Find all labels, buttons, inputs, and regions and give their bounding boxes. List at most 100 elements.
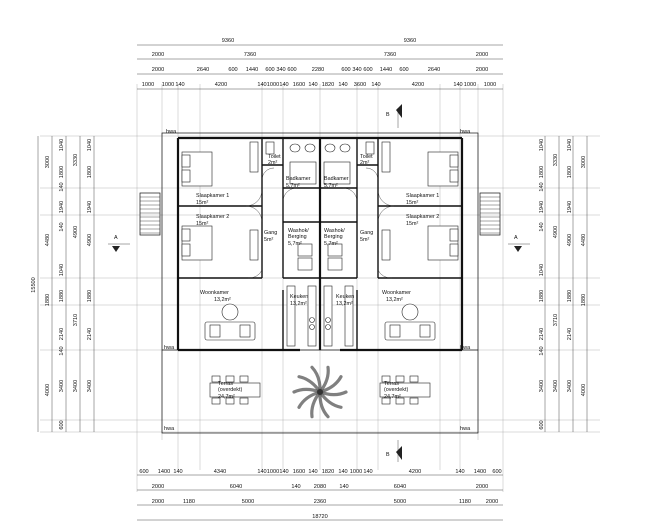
dim-right-m-2: 140 bbox=[539, 182, 545, 191]
dim-bot-3-3: 2360 bbox=[314, 499, 326, 505]
dim-bot-total: 18720 bbox=[312, 514, 328, 520]
room-label-berging-left: Berging bbox=[288, 234, 307, 240]
room-area-woonkamer-left: 13,2m² bbox=[214, 297, 231, 303]
dim-bot-1-7: 1600 bbox=[293, 469, 305, 475]
dim-right-m-3: 1940 bbox=[539, 201, 545, 213]
room-label-gang-left: Gang bbox=[264, 230, 277, 236]
dim-right-n-3: 1940 bbox=[567, 201, 573, 213]
room-area-gang-left: 5m² bbox=[264, 237, 273, 243]
dim-top-3-4: 600 bbox=[265, 67, 274, 73]
palm-tree-icon bbox=[292, 365, 348, 419]
dim-right-m-0: 1040 bbox=[539, 139, 545, 151]
dim-top-3-12: 600 bbox=[399, 67, 408, 73]
section-marker-a-left: A bbox=[108, 235, 130, 252]
terrace-furniture bbox=[209, 375, 431, 405]
right-dimensions: 1040 1800 140 1940 140 1040 1880 2140 14… bbox=[539, 136, 588, 432]
dim-bot-1-9: 1820 bbox=[322, 469, 334, 475]
section-marker-b-bottom: B bbox=[386, 440, 402, 462]
dim-right-n-9: 3400 bbox=[567, 380, 573, 392]
room-label-keuken-left: Keuken bbox=[290, 294, 308, 300]
toilet-icon bbox=[265, 141, 275, 155]
dim-left-o-1: 4480 bbox=[45, 234, 51, 246]
dim-bot-3-5: 1180 bbox=[459, 499, 471, 505]
dim-left-i-0: 3330 bbox=[73, 154, 79, 166]
room-label-toilet-right: Toilet bbox=[360, 154, 373, 160]
room-area-keuken-left: 13,2m² bbox=[290, 301, 307, 307]
dim-left-m-4: 140 bbox=[59, 222, 65, 231]
room-area-washok-left: 5,7m² bbox=[288, 241, 302, 247]
dim-right-m-10: 600 bbox=[539, 420, 545, 429]
dim-bot-3-1: 1180 bbox=[183, 499, 195, 505]
dim-right-o-3: 4000 bbox=[581, 384, 587, 396]
dim-left-m-6: 1880 bbox=[59, 290, 65, 302]
dim-right-m-5: 1040 bbox=[539, 264, 545, 276]
room-labels-left: Slaapkamer 1 15m² Slaapkamer 2 15m² Toil… bbox=[196, 154, 311, 400]
dim-top-4-8: 140 bbox=[308, 82, 317, 88]
dim-bot-2-5: 6040 bbox=[394, 484, 406, 490]
dim-right-m-1: 1800 bbox=[539, 166, 545, 178]
hwa-label-mr: hwa bbox=[460, 345, 471, 351]
dim-right-n-1: 1800 bbox=[567, 166, 573, 178]
dim-bot-3-6: 2000 bbox=[486, 499, 498, 505]
dim-left-i-2: 3710 bbox=[73, 314, 79, 326]
section-marker-a-right: A bbox=[508, 235, 530, 252]
dim-top-4-2: 140 bbox=[175, 82, 184, 88]
dim-top-2-c: 7360 bbox=[384, 52, 396, 58]
section-label-a-left: A bbox=[114, 235, 118, 241]
dim-right-o-2: 1880 bbox=[581, 294, 587, 306]
beds bbox=[181, 151, 459, 261]
dim-top-4-1: 1000 bbox=[162, 82, 174, 88]
dim-left-m-3: 1940 bbox=[59, 201, 65, 213]
hwa-label-tr: hwa bbox=[460, 129, 471, 135]
dim-bot-1-8: 140 bbox=[308, 469, 317, 475]
dim-top-3-6: 600 bbox=[287, 67, 296, 73]
dim-bot-1-11: 1000 bbox=[350, 469, 362, 475]
dim-right-m-8: 140 bbox=[539, 346, 545, 355]
sanitary bbox=[265, 141, 375, 347]
room-label-slaapkamer2-right: Slaapkamer 2 bbox=[406, 214, 439, 220]
living-furniture bbox=[204, 303, 436, 341]
dim-top-4-13: 4200 bbox=[412, 82, 424, 88]
section-marker-b-top: B bbox=[386, 104, 402, 128]
dim-bot-1-14: 140 bbox=[455, 469, 464, 475]
room-label-woonkamer-right: Woonkamer bbox=[382, 290, 411, 296]
dim-bot-2-3: 2080 bbox=[314, 484, 326, 490]
room-area-badkamer-right: 5,7m² bbox=[324, 183, 338, 189]
dim-top-2-b: 7360 bbox=[244, 52, 256, 58]
room-area-toilet-left: 2m² bbox=[268, 160, 277, 166]
dim-right-i-3: 3400 bbox=[553, 380, 559, 392]
dim-left-n-i1: 4900 bbox=[87, 234, 93, 246]
dim-bot-1-2: 140 bbox=[173, 469, 182, 475]
dim-bot-2-6: 2000 bbox=[476, 484, 488, 490]
hwa-label-tl: hwa bbox=[166, 129, 177, 135]
dim-right-m-7: 2140 bbox=[539, 328, 545, 340]
room-label-overdekt-left: (overdekt) bbox=[218, 387, 242, 393]
dim-top-3-14: 2000 bbox=[476, 67, 488, 73]
dim-bot-1-5: 1000 bbox=[267, 469, 279, 475]
dim-right-i-0: 3330 bbox=[553, 154, 559, 166]
dim-top-4-15: 1000 bbox=[464, 82, 476, 88]
dim-left-m-1: 1800 bbox=[59, 166, 65, 178]
room-label-slaapkamer1-left: Slaapkamer 1 bbox=[196, 193, 229, 199]
room-area-washok-right: 5,7m² bbox=[324, 241, 338, 247]
dim-right-m-6: 1880 bbox=[539, 290, 545, 302]
room-area-toilet-right: 2m² bbox=[360, 160, 369, 166]
dim-top-4-3: 4200 bbox=[215, 82, 227, 88]
dim-right-i-2: 3710 bbox=[553, 314, 559, 326]
dim-top-4-11: 3600 bbox=[354, 82, 366, 88]
dim-left-n-0: 1040 bbox=[87, 139, 93, 151]
dim-left-m-0: 1040 bbox=[59, 139, 65, 151]
dim-bot-1-12: 140 bbox=[363, 469, 372, 475]
dim-top-3-5: 340 bbox=[276, 67, 285, 73]
dim-left-n-6: 1880 bbox=[87, 290, 93, 302]
room-label-terras-right: Terras bbox=[384, 381, 399, 387]
dim-bot-2-1: 6040 bbox=[230, 484, 242, 490]
dim-left-m-8: 140 bbox=[59, 346, 65, 355]
dim-top-3-7: 2280 bbox=[312, 67, 324, 73]
dim-top-3-3: 1440 bbox=[246, 67, 258, 73]
dim-bot-1-16: 600 bbox=[492, 469, 501, 475]
dim-left-i-3: 3400 bbox=[73, 380, 79, 392]
dim-top-1-a: 9360 bbox=[222, 38, 234, 44]
dim-right-i-1: 4900 bbox=[553, 226, 559, 238]
